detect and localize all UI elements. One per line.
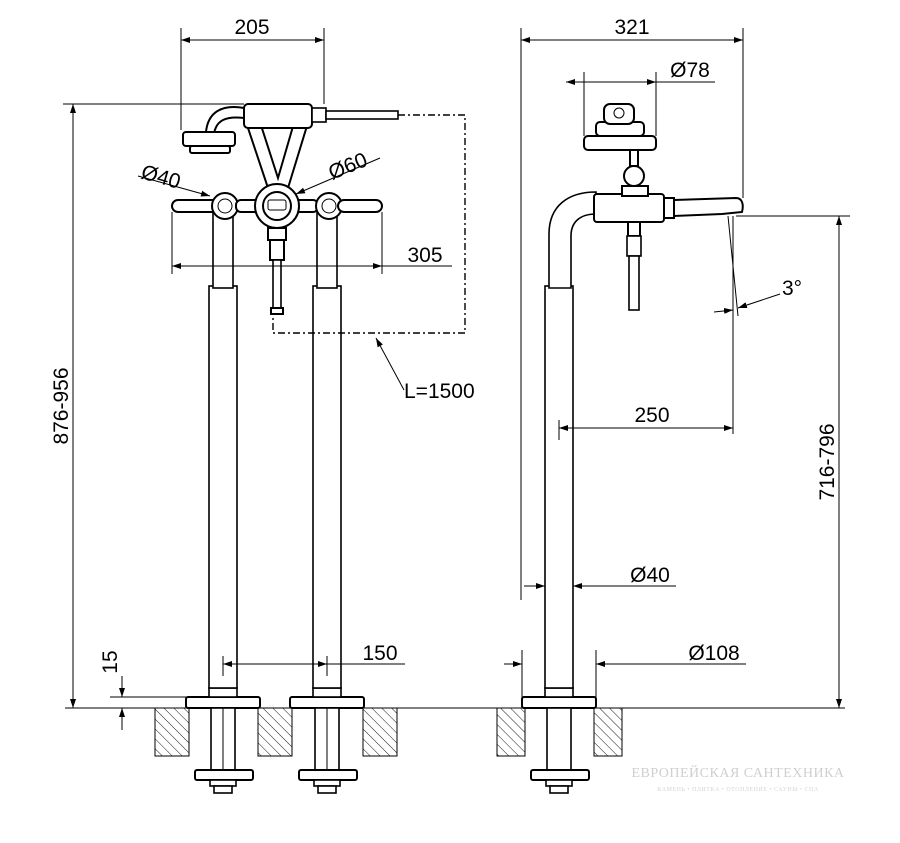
left-standpipe (185, 211, 261, 794)
front-view: 205 305 Ø40 Ø60 L=1500 876-956 15 150 (50, 16, 475, 794)
right-standpipe (289, 211, 365, 794)
dim-total-height: 876-956 (50, 367, 73, 444)
hose-line (272, 114, 466, 334)
mixer-body (182, 103, 399, 315)
dim-pipe-spacing: 150 (362, 642, 397, 665)
dim-handle-span: 305 (407, 244, 442, 267)
dim-handle-dia: Ø40 (139, 161, 184, 194)
watermark: ЕВРОПЕЙСКАЯ САНТЕХНИКА КАМЕНЬ • ПЛИТКА •… (631, 764, 844, 793)
dim-head-dia: Ø78 (670, 59, 710, 82)
floor-hatch-1 (154, 707, 190, 757)
dim-floor-offset: 15 (99, 650, 122, 673)
floor-hatch-5 (593, 707, 623, 757)
dim-spout-reach: 250 (634, 404, 669, 427)
floor-hatch-3 (362, 707, 398, 757)
dim-spout-height: 716-796 (816, 423, 839, 500)
dim-base-dia: Ø108 (688, 642, 739, 665)
dim-hose-length: L=1500 (404, 380, 475, 403)
dim-shower-dia: Ø60 (325, 148, 370, 184)
dim-pipe-dia: Ø40 (630, 564, 670, 587)
watermark-title: ЕВРОПЕЙСКАЯ САНТЕХНИКА (631, 764, 844, 781)
side-view: 321 Ø78 3° 250 716-796 Ø40 Ø108 (496, 16, 850, 794)
dim-spout-angle: 3° (782, 277, 802, 300)
floor-hatch-2 (257, 707, 293, 757)
floor-hatch-4 (496, 707, 526, 757)
left-handle (171, 192, 263, 220)
watermark-subtitle: КАМЕНЬ • ПЛИТКА • ОТОПЛЕНИЕ • САУНЫ • СП… (657, 787, 819, 793)
dim-front-width: 205 (234, 16, 269, 39)
dim-side-depth: 321 (614, 16, 649, 39)
right-handle (291, 192, 383, 220)
